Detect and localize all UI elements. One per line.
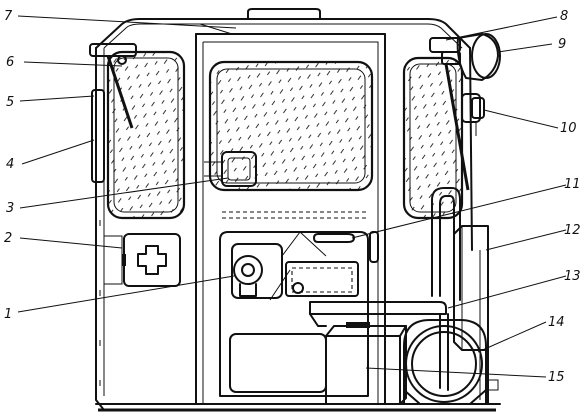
sun-visor	[91, 89, 105, 183]
seat-cushion	[309, 301, 449, 391]
door-handle	[313, 233, 355, 243]
door-instrument-panel	[231, 231, 359, 301]
wheel-housing	[403, 319, 499, 405]
callout-2: 2	[4, 231, 12, 246]
callout-9: 9	[558, 37, 566, 52]
callout-3: 3	[6, 201, 14, 216]
left-wiper	[89, 43, 137, 129]
callout-5: 5	[6, 95, 14, 110]
door	[195, 33, 386, 405]
callout-7: 7	[4, 9, 13, 24]
callout-12: 12	[564, 223, 581, 238]
door-window	[208, 60, 374, 192]
callout-4: 4	[6, 157, 14, 172]
callout-10: 10	[560, 121, 577, 136]
side-console	[453, 225, 489, 351]
cab-lamp	[429, 33, 501, 191]
callout-14: 14	[548, 315, 565, 330]
battery-box	[325, 322, 407, 405]
callout-6: 6	[6, 55, 14, 70]
door-lock	[204, 151, 257, 187]
leader-lines	[17, 15, 567, 378]
fan-unit	[461, 93, 485, 136]
seat-backrest-frame	[431, 187, 461, 301]
callout-11: 11	[564, 177, 581, 192]
first-aid-kit	[103, 233, 181, 287]
callout-numbers: 1 2 3 4 5 6 7 8 9 10 11 12 13 14 15	[4, 9, 581, 385]
callout-1: 1	[4, 307, 12, 322]
callout-13: 13	[564, 269, 581, 284]
callout-8: 8	[560, 9, 568, 24]
callout-15: 15	[548, 370, 565, 385]
left-window	[106, 50, 186, 220]
